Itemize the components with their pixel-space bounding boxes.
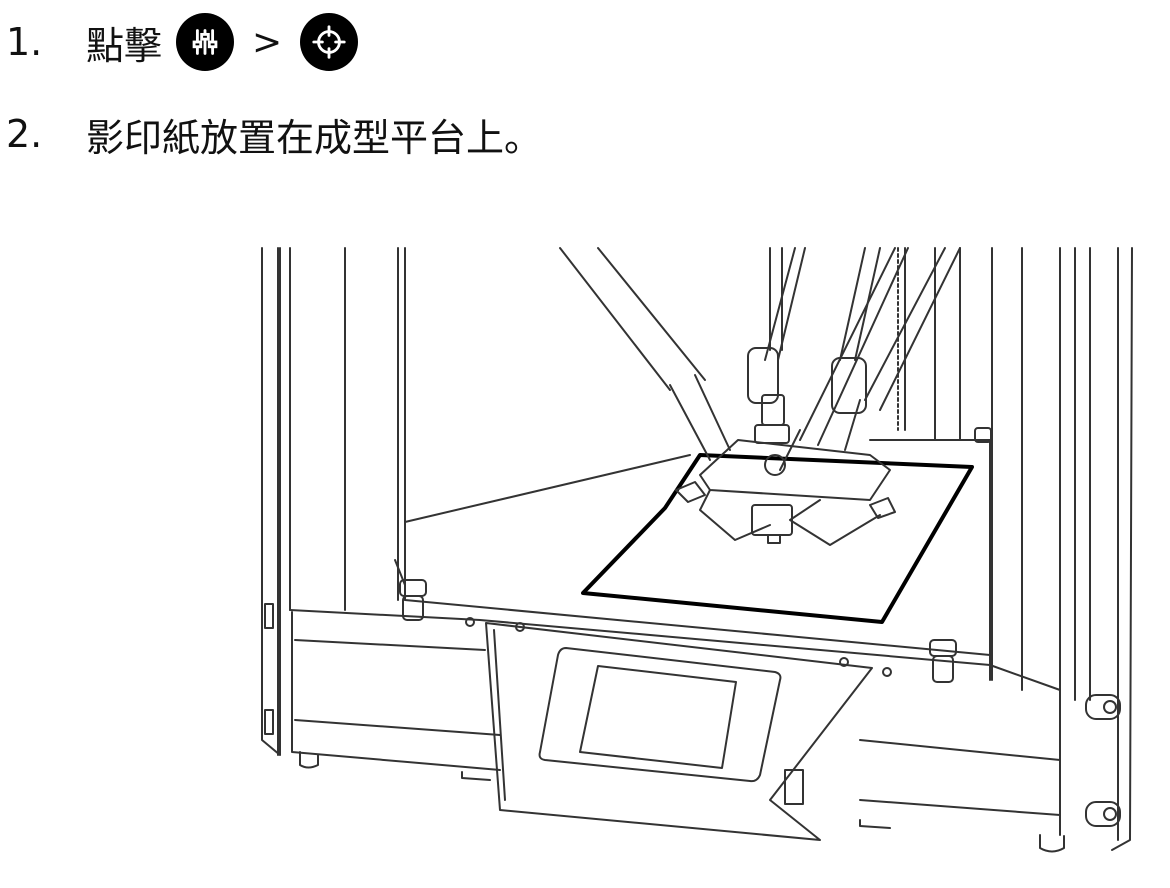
step-2: 2. 影印紙放置在成型平台上。 (6, 104, 542, 164)
print-head (675, 347, 896, 546)
step-text: 點擊 (86, 23, 163, 68)
step-1: 1. 點擊 > (6, 12, 372, 72)
base (289, 609, 1065, 853)
left-tower (261, 247, 406, 756)
build-plate (404, 521, 991, 656)
step-text: 影印紙放置在成型平台上。 (86, 115, 543, 160)
sliders-icon[interactable] (176, 13, 235, 71)
crosshair-icon[interactable] (300, 13, 359, 71)
leveling-knob (394, 559, 427, 621)
step-number: 1. (6, 20, 43, 64)
back-edge (404, 454, 691, 523)
delta-arms (559, 247, 961, 471)
control-panel (465, 617, 892, 841)
step-number: 2. (6, 112, 43, 156)
separator: > (252, 21, 283, 63)
paper-sheet (581, 453, 974, 624)
right-tower (897, 247, 1133, 851)
leveling-knob (929, 427, 992, 683)
